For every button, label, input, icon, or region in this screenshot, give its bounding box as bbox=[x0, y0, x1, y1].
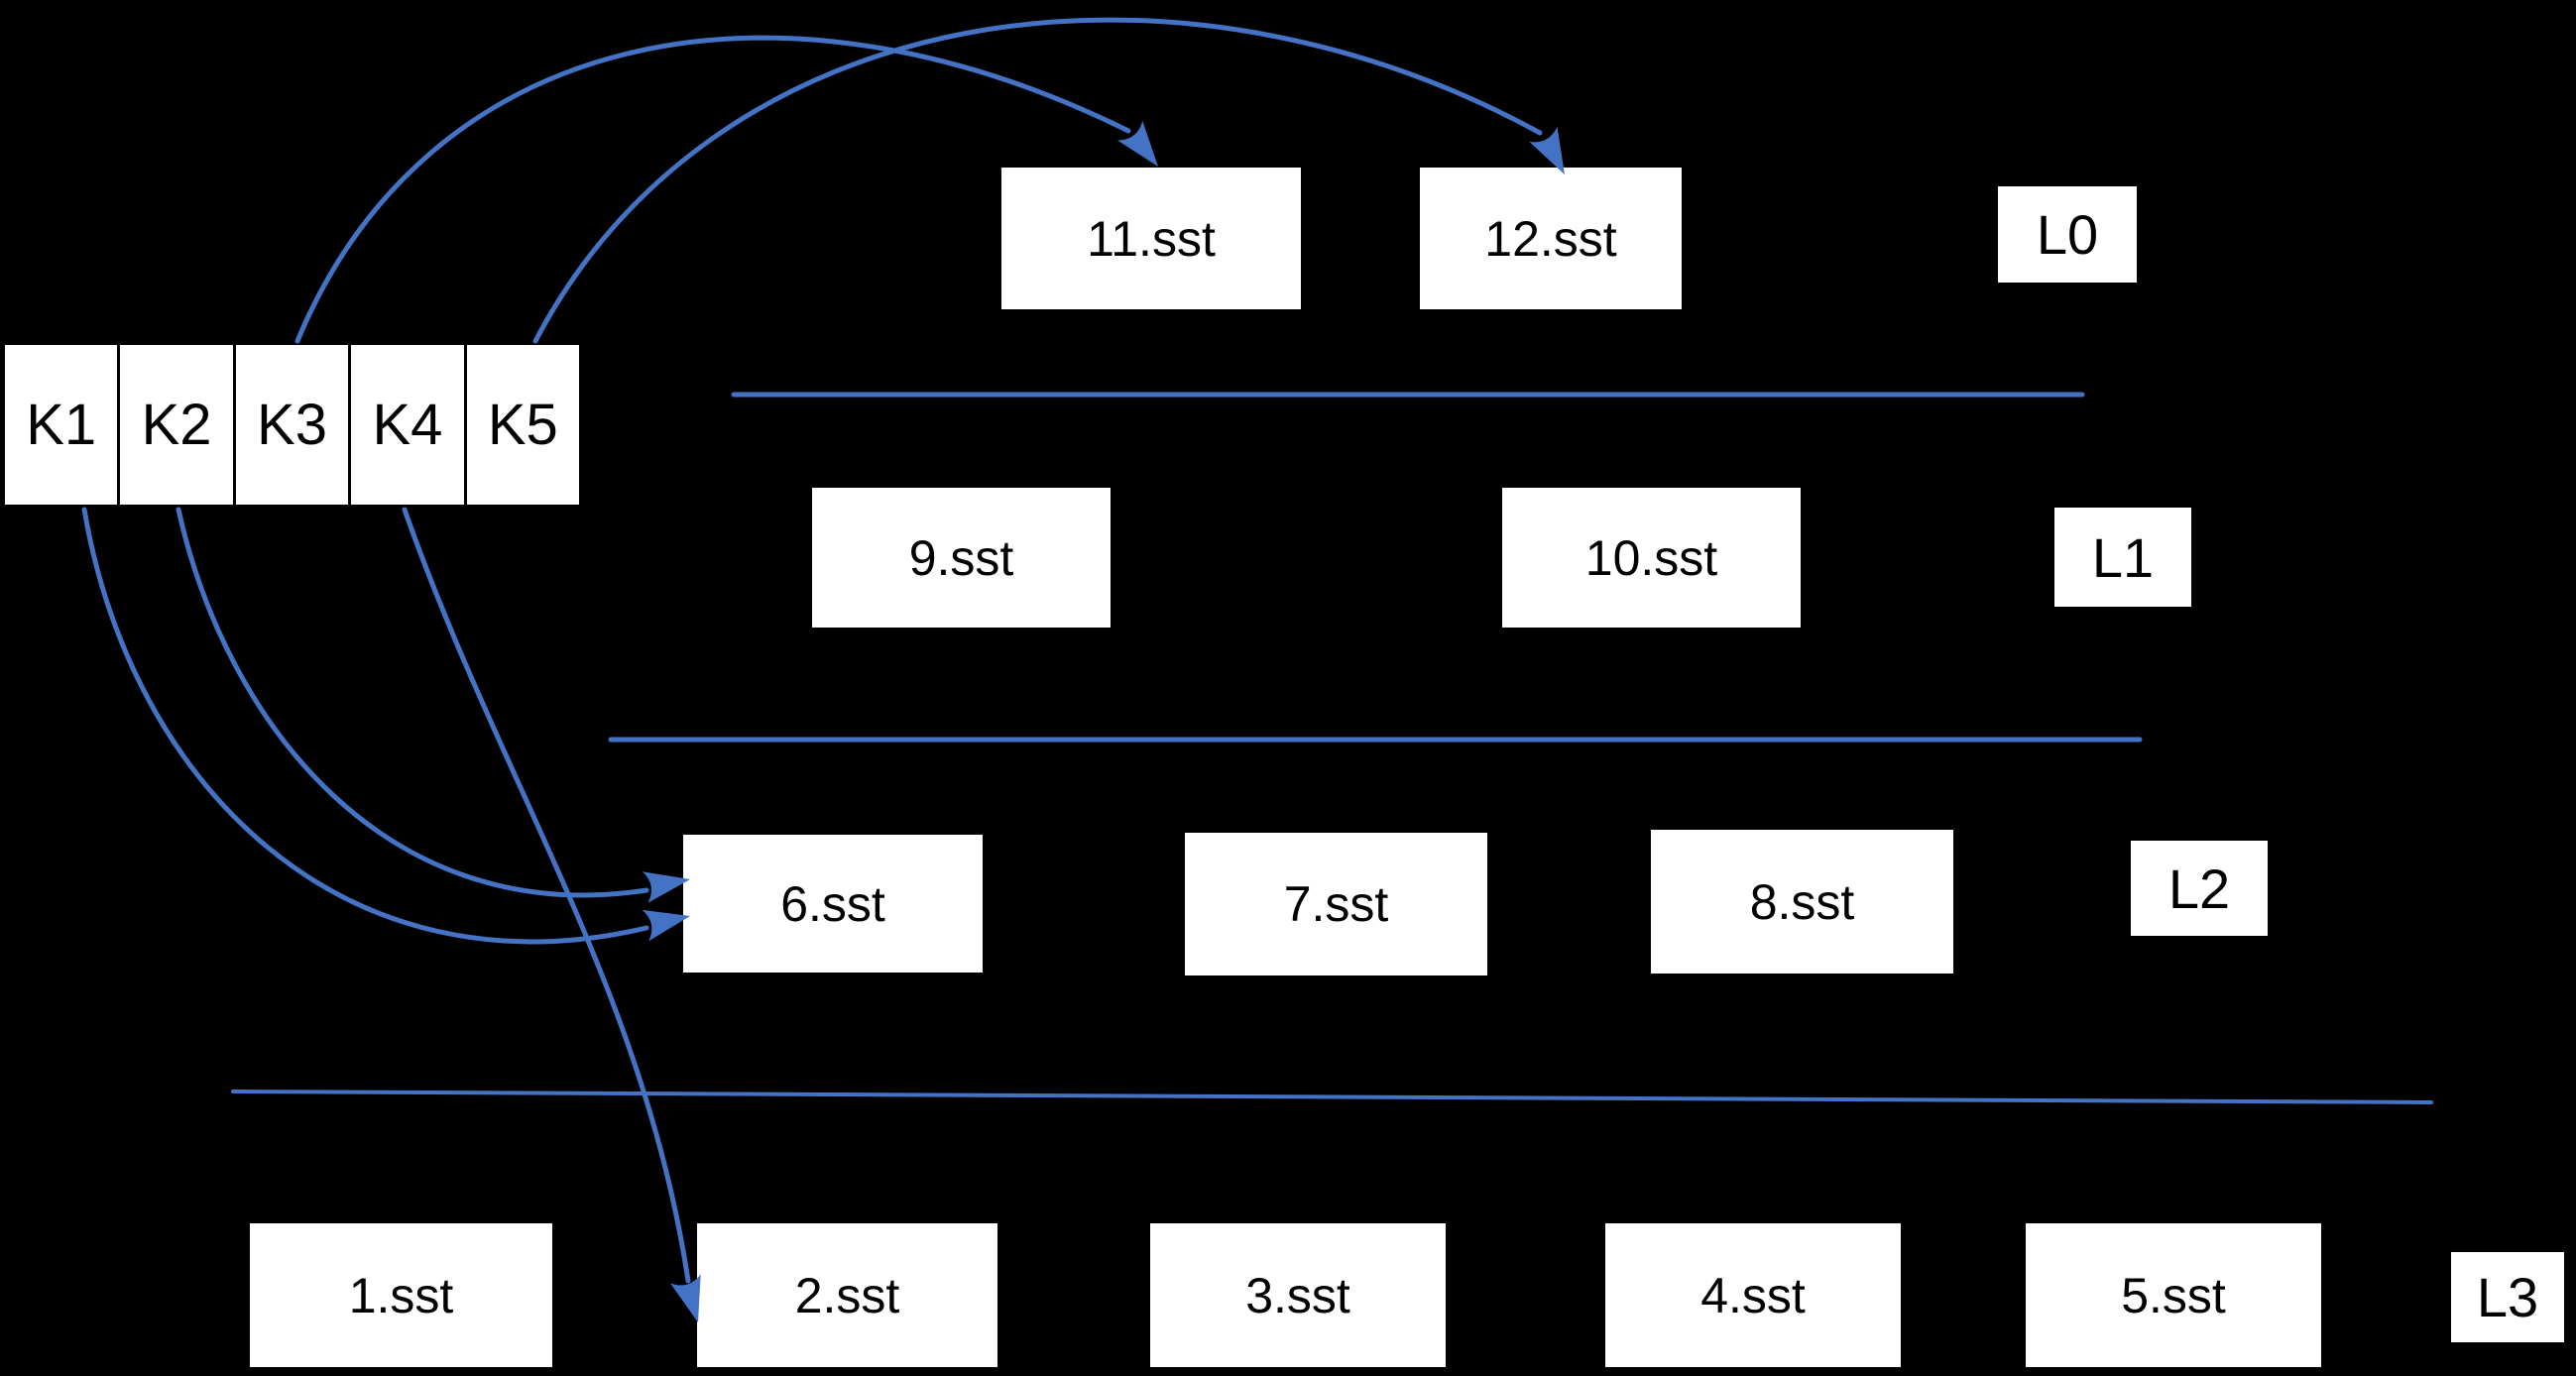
level-label-l0: L0 bbox=[1998, 186, 2137, 283]
sst-file-label: 8.sst bbox=[1749, 873, 1855, 930]
sst-file-7: 7.sst bbox=[1185, 833, 1487, 975]
level-label-text: L1 bbox=[2091, 525, 2155, 589]
sst-file-1: 1.sst bbox=[250, 1223, 552, 1367]
key-label: K3 bbox=[257, 393, 327, 457]
sst-file-5: 5.sst bbox=[2026, 1223, 2321, 1367]
sst-file-2: 2.sst bbox=[697, 1223, 997, 1367]
sst-file-label: 4.sst bbox=[1700, 1267, 1806, 1323]
level-label-text: L0 bbox=[2036, 203, 2099, 266]
level-label-l3: L3 bbox=[2451, 1252, 2564, 1342]
key-label: K2 bbox=[141, 393, 212, 457]
key-cell-k5: K5 bbox=[466, 345, 580, 505]
arrow-k1-to-6sst bbox=[81, 507, 649, 945]
sst-file-label: 12.sst bbox=[1484, 210, 1617, 267]
key-label: K1 bbox=[26, 393, 97, 457]
sst-file-6: 6.sst bbox=[683, 835, 983, 973]
arrow-k2-to-6sst bbox=[176, 507, 649, 898]
level-label-text: L3 bbox=[2476, 1266, 2539, 1328]
level-label-l2: L2 bbox=[2131, 841, 2268, 936]
key-cell-k1: K1 bbox=[5, 345, 121, 505]
level-label-text: L2 bbox=[2167, 857, 2231, 920]
sst-file-label: 11.sst bbox=[1087, 210, 1216, 267]
sst-file-label: 1.sst bbox=[348, 1267, 454, 1323]
sst-file-label: 7.sst bbox=[1283, 876, 1389, 932]
sst-file-label: 9.sst bbox=[908, 529, 1014, 586]
sst-file-label: 6.sst bbox=[780, 875, 885, 932]
sst-file-10: 10.sst bbox=[1502, 488, 1801, 628]
key-label: K5 bbox=[487, 393, 558, 457]
key-cell-k4: K4 bbox=[351, 345, 467, 505]
arrow-k4-to-2sst bbox=[402, 507, 691, 1284]
sst-file-label: 10.sst bbox=[1584, 529, 1718, 586]
key-label: K4 bbox=[372, 393, 443, 457]
sst-file-3: 3.sst bbox=[1150, 1223, 1446, 1367]
key-strip: K1 K2 K3 K4 K5 bbox=[2, 342, 582, 508]
sst-file-label: 2.sst bbox=[794, 1267, 900, 1323]
sst-file-9: 9.sst bbox=[812, 488, 1111, 628]
sst-file-8: 8.sst bbox=[1651, 830, 1953, 974]
level-separator-l2-l3 bbox=[231, 1089, 2433, 1104]
key-cell-k2: K2 bbox=[120, 345, 236, 505]
sst-file-11: 11.sst bbox=[1001, 168, 1301, 309]
key-cell-k3: K3 bbox=[235, 345, 352, 505]
sst-file-4: 4.sst bbox=[1605, 1223, 1901, 1367]
sst-file-label: 5.sst bbox=[2121, 1267, 2226, 1323]
level-label-l1: L1 bbox=[2054, 508, 2191, 607]
sst-file-label: 3.sst bbox=[1245, 1267, 1350, 1323]
sst-file-12: 12.sst bbox=[1420, 168, 1682, 309]
